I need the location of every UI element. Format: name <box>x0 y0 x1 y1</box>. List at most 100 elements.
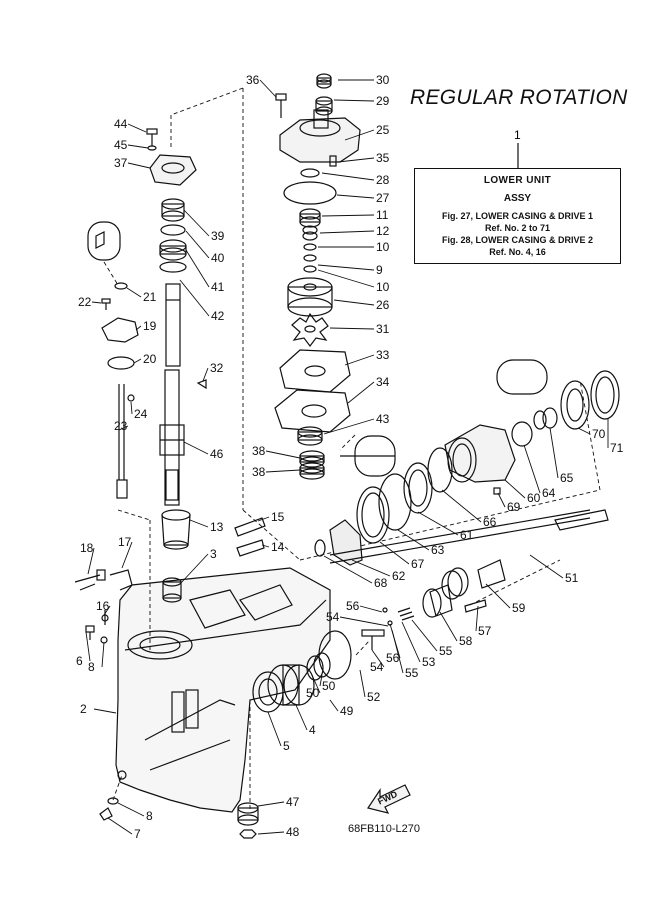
callout-c24: 24 <box>134 407 148 421</box>
callout-c16: 16 <box>96 599 110 613</box>
callout-leader-c58 <box>439 611 458 642</box>
callout-leader-c33 <box>344 354 375 366</box>
callout-c28: 28 <box>376 173 390 187</box>
callout-leader-c9 <box>317 264 375 271</box>
callout-c41: 41 <box>211 280 225 294</box>
fwd-arrow <box>367 784 411 814</box>
callout-leader-c45 <box>127 144 149 149</box>
callout-leader-c4 <box>295 704 308 731</box>
callout-leader-c26 <box>333 299 375 306</box>
callout-c71: 71 <box>610 441 624 455</box>
callout-c22: 22 <box>78 295 92 309</box>
callout-c3: 3 <box>210 547 217 561</box>
callout-c5: 5 <box>283 739 290 753</box>
callout-leader-c35 <box>337 157 375 163</box>
callout-c20: 20 <box>143 352 157 366</box>
callout-c50a: 50 <box>306 686 320 700</box>
callout-c60: 60 <box>527 491 541 505</box>
callout-c49: 49 <box>340 704 354 718</box>
callout-c69: 69 <box>507 500 521 514</box>
callout-leader-c51 <box>529 554 564 579</box>
callout-c38b: 38 <box>252 465 266 479</box>
assy-line-6: Ref. No. 4, 16 <box>489 247 546 257</box>
callout-leader-c68 <box>323 555 373 584</box>
callout-leader-c34 <box>347 381 375 404</box>
callout-leader-c10b <box>317 269 375 288</box>
callout-c27: 27 <box>376 191 390 205</box>
callout-leader-c12 <box>319 230 375 234</box>
callout-leader-c67 <box>379 541 410 565</box>
callout-c40: 40 <box>211 251 225 265</box>
callout-c10a: 10 <box>376 240 390 254</box>
callout-leader-c22 <box>91 301 102 304</box>
callout-c42: 42 <box>211 309 225 323</box>
callout-c54b: 54 <box>370 660 384 674</box>
callout-c62: 62 <box>392 569 406 583</box>
callout-c51: 51 <box>565 571 579 585</box>
callout-leader-c60 <box>504 479 526 499</box>
callout-leader-c50b <box>319 674 323 687</box>
callout-leader-c32 <box>202 367 209 382</box>
callout-c44: 44 <box>114 117 128 131</box>
sleeves <box>161 509 266 603</box>
callout-c63: 63 <box>431 543 445 557</box>
callout-c30: 30 <box>376 73 390 87</box>
lower-casing <box>115 567 331 813</box>
callout-c2: 2 <box>80 702 87 716</box>
callout-leader-c53 <box>401 621 421 663</box>
callout-c65: 65 <box>560 471 574 485</box>
callout-leader-c65 <box>549 427 559 479</box>
callout-leader-c3 <box>179 553 209 585</box>
assy-line-1: LOWER UNIT <box>483 175 552 186</box>
callout-c57: 57 <box>478 624 492 638</box>
callout-c6: 6 <box>76 654 83 668</box>
callout-leader-c21 <box>126 287 142 298</box>
callout-c33: 33 <box>376 348 390 362</box>
callout-leader-c40 <box>185 230 210 259</box>
callout-c10b: 10 <box>376 280 390 294</box>
callout-c54a: 54 <box>326 610 340 624</box>
callout-c35: 35 <box>376 151 390 165</box>
callout-c37: 37 <box>114 156 128 170</box>
callout-leader-c31 <box>329 327 375 330</box>
callout-c66: 66 <box>483 515 497 529</box>
callout-c31: 31 <box>376 322 390 336</box>
callout-c45: 45 <box>114 138 128 152</box>
callout-leader-c11 <box>321 214 375 217</box>
bolt-36 <box>275 93 287 118</box>
assy-line-5: Fig. 28, LOWER CASING & DRIVE 2 <box>441 235 594 245</box>
assembly-info-box: LOWER UNIT ASSY Fig. 27, LOWER CASING & … <box>414 168 621 264</box>
callout-leader-c6 <box>85 631 91 662</box>
callout-leader-c38b <box>265 469 301 473</box>
callout-leader-c7 <box>107 817 133 835</box>
callout-c12: 12 <box>376 224 390 238</box>
callout-leader-c50a <box>311 674 321 694</box>
callout-c25: 25 <box>376 123 390 137</box>
callout-leader-c19 <box>135 325 142 331</box>
propeller-shaft-parts <box>314 370 620 650</box>
callout-leader-c47 <box>257 801 285 807</box>
callout-c39: 39 <box>211 229 225 243</box>
callout-c18: 18 <box>80 541 94 555</box>
callout-c52: 52 <box>367 690 381 704</box>
callout-leader-c54b <box>371 649 385 668</box>
callout-c21: 21 <box>143 290 157 304</box>
callout-c8a: 8 <box>88 660 95 674</box>
callout-c17: 17 <box>118 535 132 549</box>
callout-leader-c46 <box>183 441 209 455</box>
callout-leader-c56a <box>359 605 383 613</box>
callout-leader-c63 <box>397 529 430 551</box>
callout-c47: 47 <box>286 795 300 809</box>
callout-c9: 9 <box>376 263 383 277</box>
callout-leader-c38a <box>265 450 301 459</box>
callout-leader-c59 <box>485 583 511 609</box>
callout-leader-c2 <box>93 708 117 714</box>
callout-c36: 36 <box>246 73 260 87</box>
callout-c50b: 50 <box>322 679 336 693</box>
callout-leader-c61 <box>417 511 459 536</box>
callout-leader-c54a <box>339 616 389 627</box>
callout-c46: 46 <box>210 447 224 461</box>
callout-c4: 4 <box>309 723 316 737</box>
callout-leader-c69 <box>497 492 506 508</box>
callout-leader-c8b <box>117 802 145 817</box>
